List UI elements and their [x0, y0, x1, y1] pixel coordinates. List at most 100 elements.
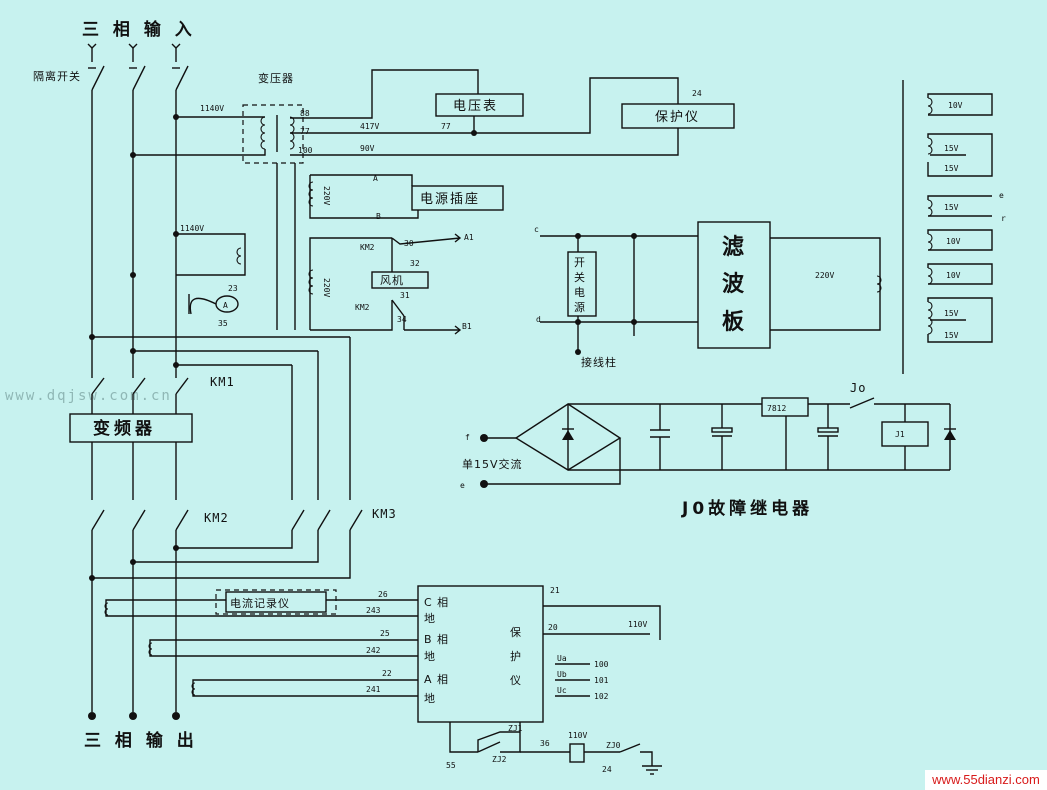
- socket-node-b: B: [376, 212, 381, 221]
- socket-circuit: [308, 174, 419, 219]
- terminal-post-label: 接线柱: [581, 355, 617, 369]
- watermark-text: www.dqjsw.com.cn: [5, 388, 172, 404]
- relay-contact-label: Jo: [850, 381, 866, 395]
- node-e: e: [460, 481, 465, 490]
- winding-label-4: 15V: [944, 203, 959, 212]
- winding-label-6: 10V: [946, 271, 961, 280]
- voltage-90-label: 90V: [360, 144, 375, 153]
- ground-c-label: 地: [424, 612, 436, 625]
- node-c: c: [534, 225, 539, 234]
- fault-relay-title: J0故障继电器: [681, 498, 813, 519]
- tap-88-label: 88: [300, 109, 310, 118]
- ground-a-label: 地: [424, 692, 436, 705]
- zj0-label: ZJ0: [606, 741, 621, 750]
- relay-coil-label: J1: [895, 430, 905, 439]
- signal-wire-102: 102: [594, 692, 609, 701]
- ammeter-wire-23: 23: [228, 284, 238, 293]
- km1-label: KM1: [210, 375, 235, 389]
- winding-label-3: 15V: [944, 164, 959, 173]
- phase-b-label: B 相: [424, 633, 449, 646]
- terminal-b1: B1: [462, 322, 472, 331]
- signal-ua-label: Ua: [557, 654, 567, 663]
- socket-node-a: A: [373, 174, 378, 183]
- wire-55-label: 55: [446, 761, 456, 770]
- protector-unit-char-1: 保: [510, 625, 522, 639]
- rectifier-circuit: [480, 397, 956, 488]
- ammeter-wire-35: 35: [218, 319, 228, 328]
- signal-uc-label: Uc: [557, 686, 567, 695]
- filter-board-char-1: 滤: [722, 235, 744, 260]
- switch-psu-char-3: 电: [574, 286, 586, 299]
- fan-circuit: [308, 237, 461, 331]
- protector-wire-label: 24: [692, 89, 702, 98]
- tap-100-label: 100: [298, 146, 313, 155]
- secondary-1140-winding: [130, 231, 246, 278]
- relay-110v-box: [569, 743, 585, 763]
- primary-voltage-label: 1140V: [200, 104, 224, 113]
- wire-20-label: 20: [548, 623, 558, 632]
- secondary-windings: [902, 80, 993, 374]
- title-output: 三 相 输 出: [84, 730, 198, 751]
- protector-unit-box: [417, 585, 544, 723]
- winding-label-7: 15V: [944, 309, 959, 318]
- fan-wire-32: 32: [410, 259, 420, 268]
- filter-board-char-3: 板: [722, 310, 745, 335]
- wire-22-label: 22: [382, 669, 392, 678]
- switch-psu-char-1: 开: [574, 256, 586, 269]
- terminal-a1: A1: [464, 233, 474, 242]
- socket-voltage-label: 220V: [322, 186, 331, 205]
- out-110v-label: 110V: [628, 620, 647, 629]
- terminal-b1-arrow: [454, 325, 462, 335]
- current-recorder-inner: [225, 591, 327, 613]
- protector-label: 保护仪: [655, 110, 700, 125]
- km3-label: KM3: [372, 507, 397, 521]
- protector-box: [621, 103, 735, 129]
- relay-coil-box: [881, 421, 929, 447]
- socket-label: 电源插座: [420, 192, 480, 207]
- inverter-box: [69, 413, 193, 443]
- title-input: 三 相 输 入: [82, 19, 196, 40]
- ammeter: [188, 294, 239, 315]
- wire-26-label: 26: [378, 590, 388, 599]
- voltmeter-box: [435, 93, 524, 117]
- fan-label: 风机: [380, 273, 404, 287]
- ammeter-symbol: A: [223, 301, 228, 310]
- fan-km2-lower: KM2: [355, 303, 370, 312]
- fan-wire-34: 34: [397, 315, 407, 324]
- regulator-label: 7812: [767, 404, 786, 413]
- protector-wiring: [104, 599, 662, 775]
- node-f: f: [465, 433, 470, 442]
- signal-ub-label: Ub: [557, 670, 567, 679]
- fan-voltage-label: 220V: [322, 278, 331, 297]
- wire-21-label: 21: [550, 586, 560, 595]
- wire-77-label: 77: [441, 122, 451, 131]
- winding-label-8: 15V: [944, 331, 959, 340]
- filter-voltage-label: 220V: [815, 271, 834, 280]
- km2-label: KM2: [204, 511, 229, 525]
- zj1-label: ZJ1: [508, 724, 523, 733]
- voltage-417-label: 417V: [360, 122, 379, 131]
- secondary-1140-label: 1140V: [180, 224, 204, 233]
- switch-psu-box: [567, 251, 597, 317]
- winding-label-2: 15V: [944, 144, 959, 153]
- filter-board-box: [697, 221, 771, 349]
- tap-77-label: 77: [300, 127, 310, 136]
- winding-label-5: 10V: [946, 237, 961, 246]
- fan-box: [371, 271, 429, 289]
- protector-unit-char-2: 护: [510, 649, 522, 663]
- socket-box: [411, 185, 504, 211]
- node-d: d: [536, 315, 541, 324]
- filter-board-char-2: 波: [722, 272, 745, 297]
- voltmeter-label: 电压表: [453, 99, 498, 114]
- transformer-label: 变压器: [258, 71, 294, 85]
- ground-b-label: 地: [424, 650, 436, 663]
- signal-wire-100: 100: [594, 660, 609, 669]
- main-bus: [87, 43, 363, 720]
- switch-psu-char-4: 源: [574, 300, 586, 314]
- node-r-right: r: [1001, 214, 1006, 223]
- relay-110v-label: 110V: [568, 731, 587, 740]
- inverter-label: 变频器: [93, 418, 156, 439]
- wire-25-label: 25: [380, 629, 390, 638]
- transformer: [130, 104, 340, 330]
- wire-24-bottom-label: 24: [602, 765, 612, 774]
